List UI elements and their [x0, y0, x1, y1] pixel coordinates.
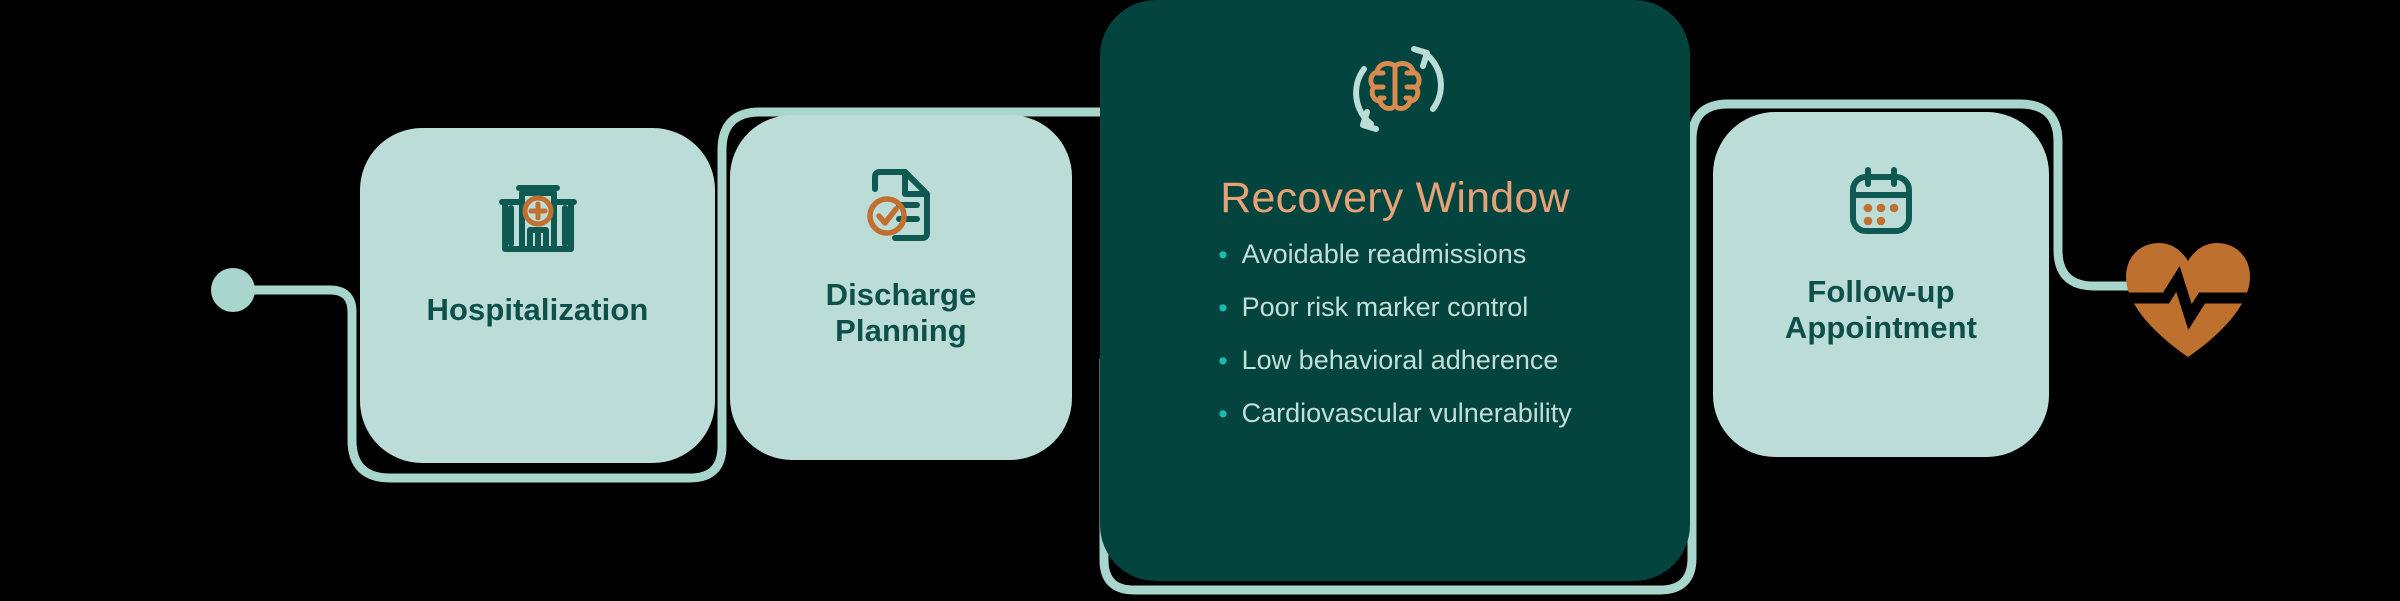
start-dot-icon — [211, 268, 255, 312]
list-item: • Cardiovascular vulnerability — [1218, 398, 1572, 429]
step-label: Hospitalization — [426, 292, 649, 327]
calendar-icon — [1844, 164, 1918, 238]
list-item-label: Poor risk marker control — [1241, 292, 1529, 322]
risk-factor-list: • Avoidable readmissions • Poor risk mar… — [1218, 241, 1572, 453]
bullet-dot-icon: • — [1218, 293, 1228, 323]
bullet-dot-icon: • — [1218, 399, 1228, 429]
hospital-building-icon — [495, 180, 581, 254]
highlight-card-recovery-window[interactable]: Recovery Window • Avoidable readmissions… — [1100, 0, 1690, 581]
bullet-dot-icon: • — [1218, 240, 1228, 270]
list-item: • Low behavioral adherence — [1218, 345, 1572, 376]
brain-refresh-cycle-icon — [1336, 30, 1454, 148]
bullet-dot-icon: • — [1218, 346, 1228, 376]
list-item-label: Low behavioral adherence — [1241, 345, 1559, 375]
list-item: • Poor risk marker control — [1218, 292, 1572, 323]
document-check-icon — [865, 167, 937, 243]
step-label: Follow-up Appointment — [1784, 274, 1978, 346]
highlight-card-title: Recovery Window — [1220, 174, 1570, 222]
list-item: • Avoidable readmissions — [1218, 239, 1572, 270]
step-label: Discharge Planning — [825, 277, 977, 349]
step-card-hospitalization[interactable]: Hospitalization — [360, 128, 715, 463]
step-card-follow-up-appointment[interactable]: Follow-up Appointment — [1713, 112, 2049, 457]
list-item-label: Cardiovascular vulnerability — [1241, 398, 1572, 428]
step-card-discharge-planning[interactable]: Discharge Planning — [730, 115, 1072, 460]
list-item-label: Avoidable readmissions — [1241, 239, 1527, 269]
heartbeat-heart-icon — [2114, 235, 2258, 365]
